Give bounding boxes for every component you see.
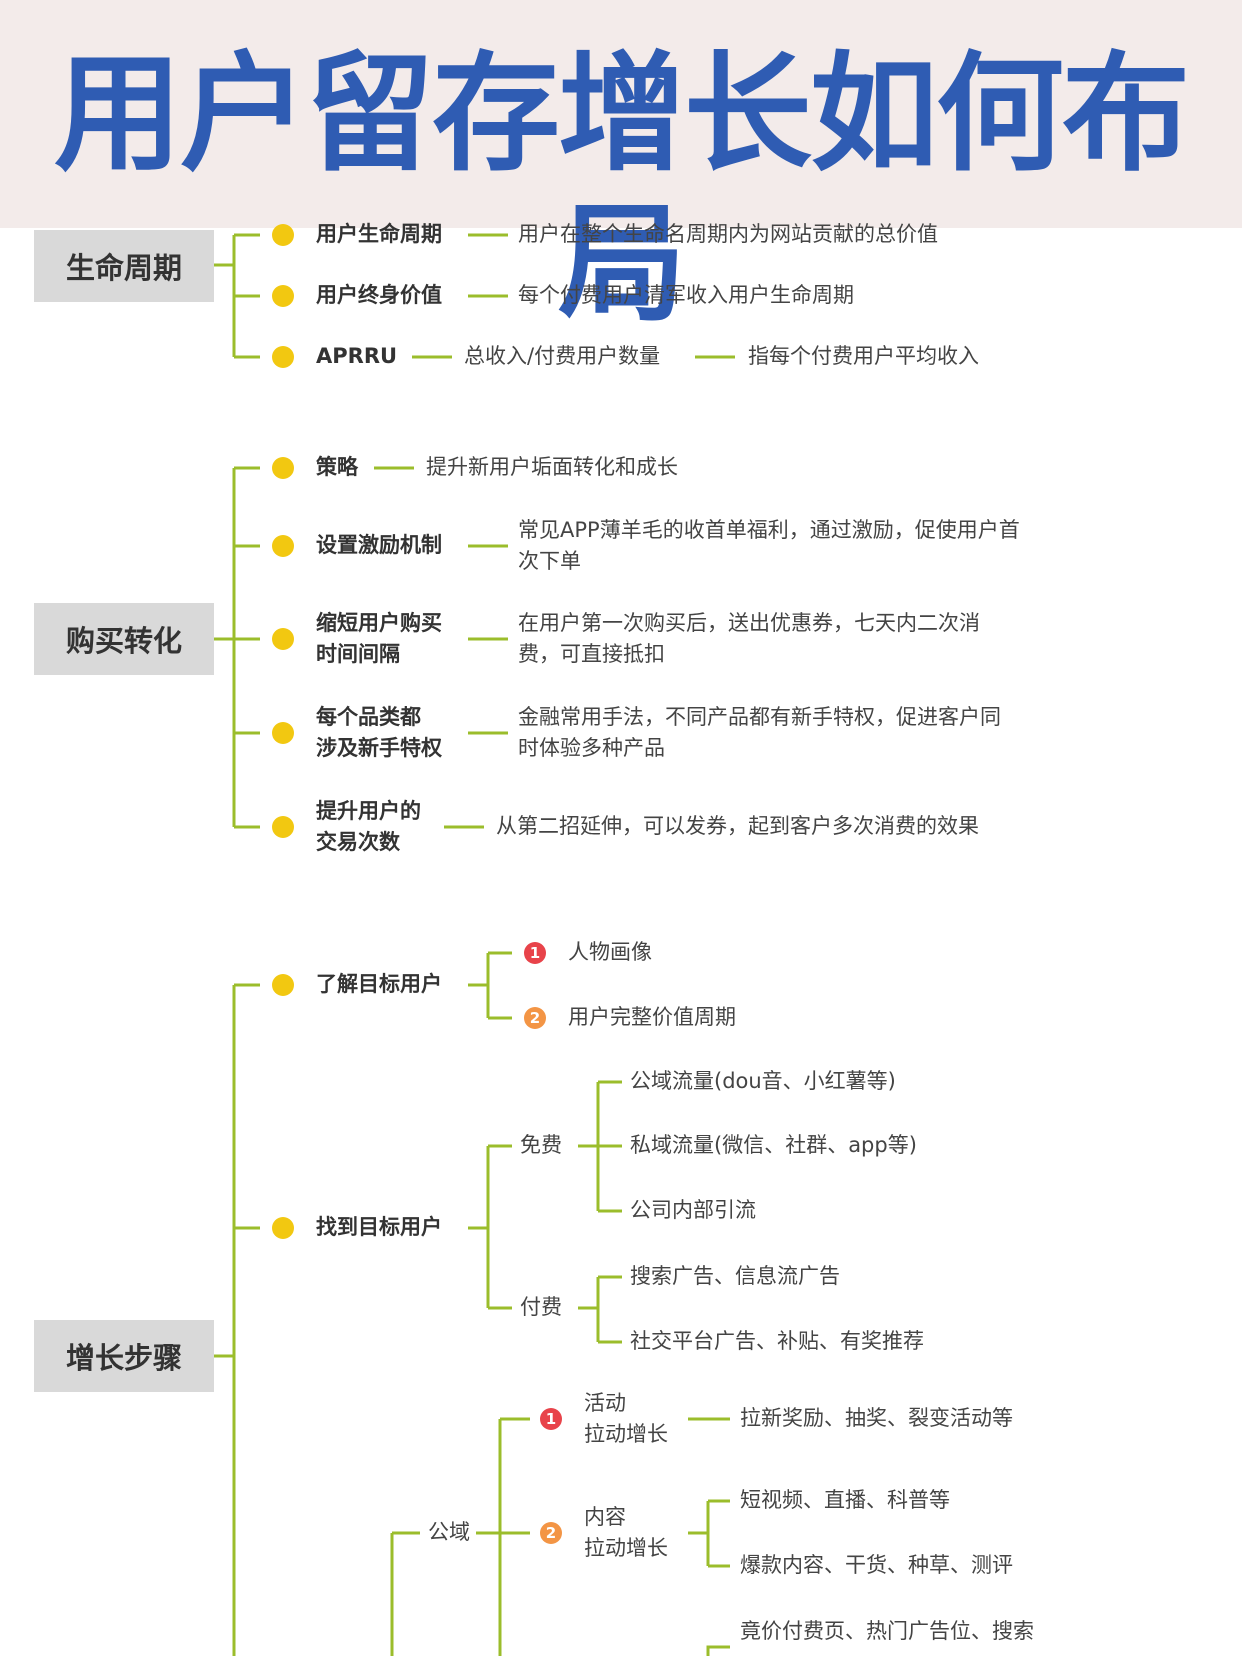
number-1-icon: 1: [524, 942, 546, 964]
activity-label-line1: 活动: [584, 1391, 626, 1415]
paid-item-search: 搜索广告、信息流广告: [630, 1264, 840, 1288]
persona-text: 人物画像: [568, 940, 652, 964]
shorten-interval-desc-line2: 费，可直接抵扣: [518, 642, 665, 666]
shorten-interval-label-line2: 时间间隔: [316, 642, 400, 666]
content-label-line1: 内容: [584, 1505, 626, 1529]
lifetime-value-label: 用户终身价值: [316, 283, 442, 307]
lifecycle-label: 用户生命周期: [316, 222, 442, 246]
number-1-icon: 1: [540, 1408, 562, 1430]
newbie-privilege-label-line1: 每个品类都: [316, 705, 421, 729]
bullet-dot: [272, 346, 294, 368]
free-item-private: 私域流量(微信、社群、app等): [630, 1133, 917, 1157]
bullet-dot: [272, 816, 294, 838]
number-2-icon: 2: [540, 1522, 562, 1544]
paid-label: 付费: [520, 1295, 562, 1319]
activity-label-line2: 拉动增长: [584, 1422, 668, 1446]
find-user-label: 找到目标用户: [316, 1215, 442, 1239]
number-2-icon: 2: [524, 1007, 546, 1029]
shorten-interval-label-line1: 缩短用户购买: [316, 611, 442, 635]
bullet-dot: [272, 974, 294, 996]
shorten-interval-desc-line1: 在用户第一次购买后，送出优惠券，七天内二次消: [518, 611, 980, 635]
public-domain-label: 公域: [428, 1520, 470, 1544]
transactions-desc: 从第二招延伸，可以发券，起到客户多次消费的效果: [496, 814, 979, 838]
bullet-dot: [272, 457, 294, 479]
category-lifecycle: 生命周期: [34, 230, 214, 302]
paid-placement-text: 竟价付费页、热门广告位、搜索: [740, 1619, 1034, 1643]
bullet-dot: [272, 628, 294, 650]
bullet-dot: [272, 285, 294, 307]
lifetime-value-desc: 每个付费用户清军收入用户生命周期: [518, 283, 854, 307]
category-growth: 增长步骤: [34, 1320, 214, 1392]
transactions-label-line2: 交易次数: [316, 830, 400, 854]
free-label: 免费: [520, 1133, 562, 1157]
title-banner: 用户留存增长如何布局: [0, 0, 1242, 339]
incentive-desc-line1: 常见APP薄羊毛的收首单福利，通过激励，促使用户首: [518, 518, 1020, 542]
bullet-dot: [272, 722, 294, 744]
incentive-label: 设置激励机制: [316, 533, 442, 557]
value-cycle-text: 用户完整价值周期: [568, 1005, 736, 1029]
category-purchase: 购买转化: [34, 603, 214, 675]
content-item-viral: 爆款内容、干货、种草、测评: [740, 1553, 1013, 1577]
incentive-desc-line2: 次下单: [518, 549, 581, 573]
strategy-desc: 提升新用户垢面转化和成长: [426, 455, 678, 479]
content-item-video: 短视频、直播、科普等: [740, 1488, 950, 1512]
understand-user-label: 了解目标用户: [316, 972, 442, 996]
aprru-desc: 指每个付费用户平均收入: [748, 344, 979, 368]
free-item-internal: 公司内部引流: [630, 1198, 756, 1222]
bullet-dot: [272, 1217, 294, 1239]
newbie-privilege-desc-line2: 时体验多种产品: [518, 736, 665, 760]
bullet-dot: [272, 535, 294, 557]
newbie-privilege-desc-line1: 金融常用手法，不同产品都有新手特权，促进客户同: [518, 705, 1001, 729]
free-item-public: 公域流量(dou音、小红薯等): [630, 1069, 896, 1093]
strategy-label: 策略: [316, 455, 358, 479]
paid-item-social: 社交平台广告、补贴、有奖推荐: [630, 1329, 924, 1353]
lifecycle-desc: 用户在整个生命名周期内为网站贡献的总价值: [518, 222, 938, 246]
content-label-line2: 拉动增长: [584, 1536, 668, 1560]
page-title: 用户留存增长如何布局: [53, 40, 1190, 339]
aprru-formula: 总收入/付费用户数量: [464, 344, 661, 368]
aprru-label: APRRU: [316, 344, 398, 368]
bullet-dot: [272, 224, 294, 246]
transactions-label-line1: 提升用户的: [316, 799, 421, 823]
newbie-privilege-label-line2: 涉及新手特权: [316, 736, 442, 760]
activity-desc: 拉新奖励、抽奖、裂变活动等: [740, 1406, 1013, 1430]
